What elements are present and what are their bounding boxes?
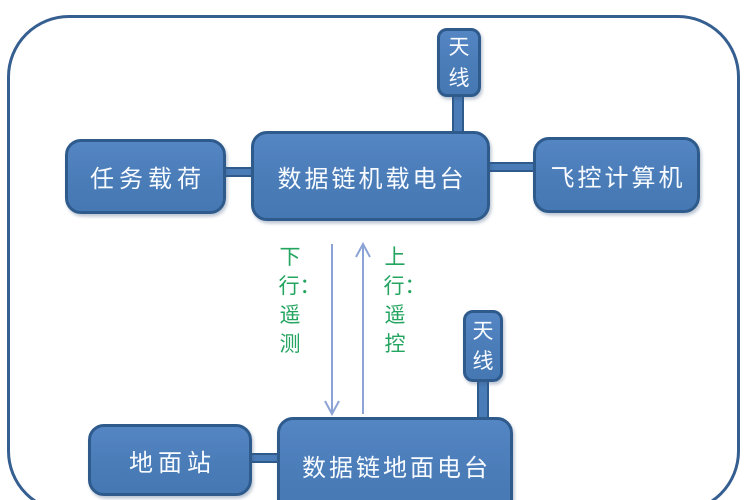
uplink-annotation: 上行：遥控 bbox=[383, 245, 426, 356]
connector-airborne-fcc bbox=[486, 162, 537, 172]
node-antenna-air-label: 天线 bbox=[448, 35, 470, 90]
downlink-annotation: 下行：遥测 bbox=[278, 245, 321, 356]
uplink-arrow bbox=[355, 241, 371, 414]
node-ground-station: 地面站 bbox=[88, 424, 252, 496]
downlink-arrow bbox=[324, 244, 340, 417]
node-ground-radio-label: 数据链地面电台 bbox=[302, 453, 491, 482]
node-antenna-ground-label: 天线 bbox=[472, 318, 494, 373]
node-ground-station-label: 地面站 bbox=[129, 448, 216, 477]
node-airborne-radio: 数据链机载电台 bbox=[251, 131, 490, 221]
link-arrows bbox=[324, 241, 371, 417]
node-antenna-ground: 天线 bbox=[463, 310, 503, 382]
system-boundary-frame bbox=[7, 15, 740, 500]
node-flight-computer: 飞控计算机 bbox=[533, 137, 700, 213]
node-flight-computer-label: 飞控计算机 bbox=[550, 163, 686, 192]
node-mission-payload-label: 任务载荷 bbox=[90, 165, 206, 193]
node-mission-payload: 任务载荷 bbox=[65, 139, 226, 214]
node-airborne-radio-label: 数据链机载电台 bbox=[277, 164, 467, 193]
node-antenna-air: 天线 bbox=[437, 28, 481, 97]
node-ground-radio: 数据链地面电台 bbox=[277, 417, 513, 500]
